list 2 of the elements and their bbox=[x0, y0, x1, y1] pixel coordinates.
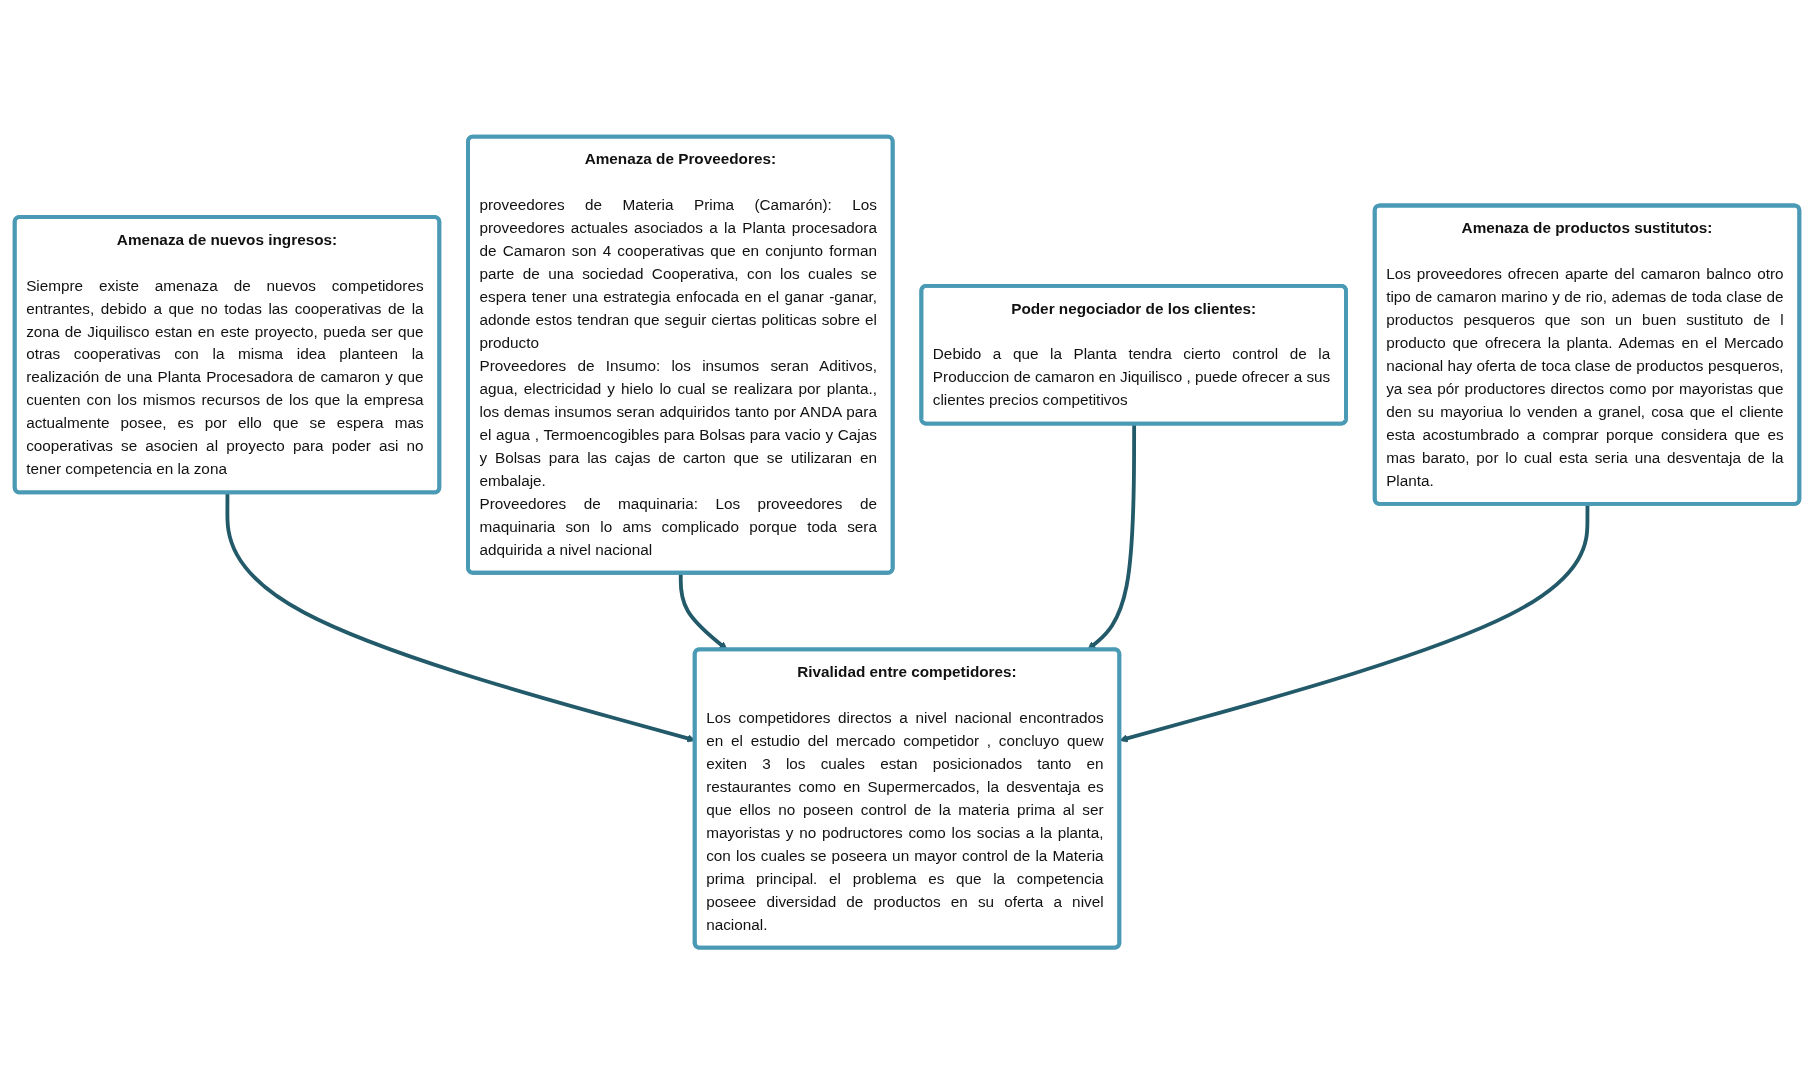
arrow bbox=[1087, 423, 1136, 650]
arrow bbox=[678, 573, 727, 650]
